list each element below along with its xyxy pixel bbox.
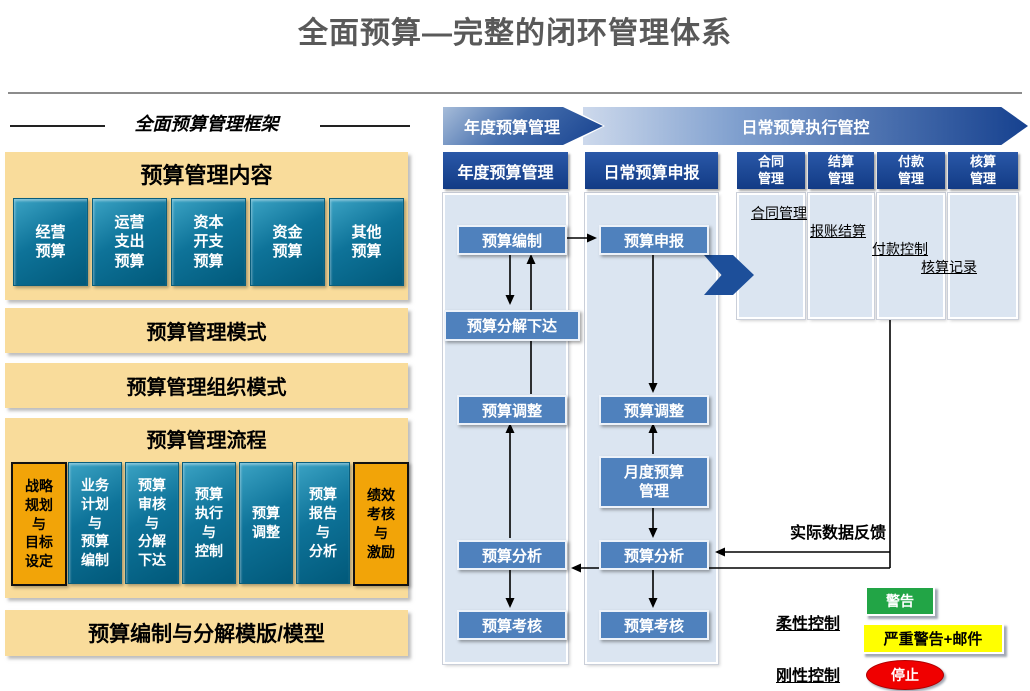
- daily-column-body: [584, 192, 719, 665]
- feedback-label: 实际数据反馈: [789, 525, 886, 542]
- budget-template-box: 预算编制与分解模版/模型: [5, 610, 408, 656]
- exec-item-contract-mgmt: 合同管理: [751, 205, 807, 221]
- flow-box-budget-analysis-daily: 预算分析: [599, 540, 709, 570]
- budget-content-title: 预算管理内容: [140, 163, 273, 188]
- exec-item-payment-control: 付款控制: [872, 241, 928, 257]
- exec-body-accounting: [947, 192, 1019, 320]
- budget-org-box: 预算管理组织模式: [5, 363, 408, 408]
- exec-body-payment: [876, 192, 946, 320]
- page-title: 全面预算—完整的闭环管理体系: [298, 17, 732, 50]
- exec-item-expense-settlement: 报账结算: [810, 223, 866, 239]
- flow-box-budget-preparation: 预算编制: [457, 225, 567, 255]
- content-item-other-budget: 其他 预算: [329, 198, 404, 286]
- title-divider: [8, 92, 1022, 94]
- annual-banner: 年度预算管理: [443, 107, 603, 145]
- daily-column-header: 日常预算申报: [585, 152, 718, 189]
- content-item-capex-budget: 资本 开支 预算: [171, 198, 246, 286]
- exec-body-settlement: [807, 192, 875, 320]
- budget-process-title: 预算管理流程: [146, 430, 267, 452]
- exec-header-accounting: 核算 管理: [948, 152, 1018, 189]
- flow-box-budget-declare: 预算申报: [599, 225, 709, 255]
- flow-box-budget-analysis-annual: 预算分析: [457, 540, 567, 570]
- process-step-performance-incentive: 绩效 考核 与 激励: [353, 462, 409, 586]
- legend-soft-control-label: 柔性控制: [776, 616, 841, 633]
- flow-box-budget-adjust-daily: 预算调整: [599, 395, 709, 425]
- process-step-strategy-goal: 战略 规划 与 目标 设定: [11, 462, 67, 586]
- exec-body-contract: [736, 192, 806, 320]
- legend-hard-control-label: 刚性控制: [776, 668, 841, 685]
- budget-mode-box: 预算管理模式: [5, 308, 408, 353]
- exec-header-payment: 付款 管理: [877, 152, 945, 189]
- process-step-adjust: 预算 调整: [239, 462, 293, 584]
- flow-box-budget-decompose-issue: 预算分解下达: [444, 310, 580, 341]
- exec-header-settlement: 结算 管理: [808, 152, 874, 189]
- daily-exec-banner: 日常预算执行管控: [583, 107, 1028, 145]
- annual-banner-label: 年度预算管理: [463, 120, 560, 137]
- flow-box-budget-adjust-annual: 预算调整: [457, 395, 567, 425]
- flow-box-budget-assessment-annual: 预算考核: [457, 610, 567, 640]
- content-item-capital-budget: 资金 预算: [250, 198, 325, 286]
- content-item-opex-budget: 运营 支出 预算: [92, 198, 167, 286]
- exec-item-accounting-record: 核算记录: [921, 259, 977, 275]
- content-item-operating-budget: 经营 预算: [13, 198, 88, 286]
- process-step-business-plan: 业务 计划 与 预算 编制: [68, 462, 122, 584]
- framework-header-line-left: [10, 125, 105, 127]
- framework-header-line-right: [320, 125, 410, 127]
- flow-box-monthly-budget-mgmt: 月度预算 管理: [599, 456, 709, 508]
- daily-exec-banner-label: 日常预算执行管控: [741, 120, 870, 137]
- exec-header-contract: 合同 管理: [737, 152, 805, 189]
- legend-stop-chip: 停止: [866, 660, 944, 690]
- process-step-review-decompose: 预算 审核 与 分解 下达: [125, 462, 179, 584]
- legend-severe-warning-chip: 严重警告+邮件: [862, 623, 1004, 654]
- process-step-report-analysis: 预算 报告 与 分析: [296, 462, 350, 584]
- framework-header: 全面预算管理框架: [134, 114, 279, 134]
- annual-column-header: 年度预算管理: [443, 152, 568, 189]
- legend-warning-chip: 警告: [865, 586, 935, 616]
- process-step-execute-control: 预算 执行 与 控制: [182, 462, 236, 584]
- flow-box-budget-assessment-daily: 预算考核: [599, 610, 709, 640]
